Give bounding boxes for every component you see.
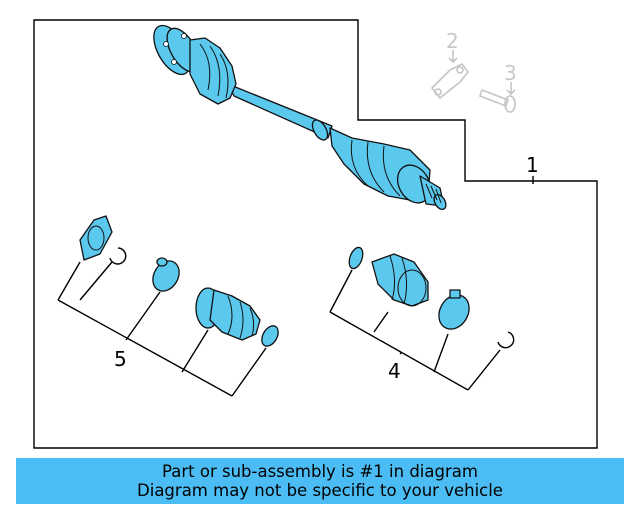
faded-bracket-part-2 bbox=[430, 50, 470, 100]
assembly-boundary bbox=[33, 19, 598, 449]
info-banner: Part or sub-assembly is #1 in diagram Di… bbox=[16, 458, 624, 504]
callout-5-label: 5 bbox=[114, 347, 127, 371]
callout-4-label: 4 bbox=[388, 359, 401, 383]
callout-3-label: 3 bbox=[504, 61, 517, 85]
banner-line-1: Part or sub-assembly is #1 in diagram bbox=[162, 462, 478, 481]
group-5-parts[interactable] bbox=[57, 215, 282, 397]
callout-2-label: 2 bbox=[446, 29, 459, 53]
axle-shaft-assembly[interactable] bbox=[146, 20, 448, 212]
callout-1: 1 bbox=[526, 153, 539, 184]
banner-line-2: Diagram may not be specific to your vehi… bbox=[137, 481, 503, 500]
group-4-parts[interactable] bbox=[329, 246, 515, 391]
faded-bolt-part-3 bbox=[478, 82, 516, 113]
parts-diagram: 1 2 3 4 5 bbox=[33, 19, 598, 449]
callout-1-label: 1 bbox=[526, 153, 539, 177]
